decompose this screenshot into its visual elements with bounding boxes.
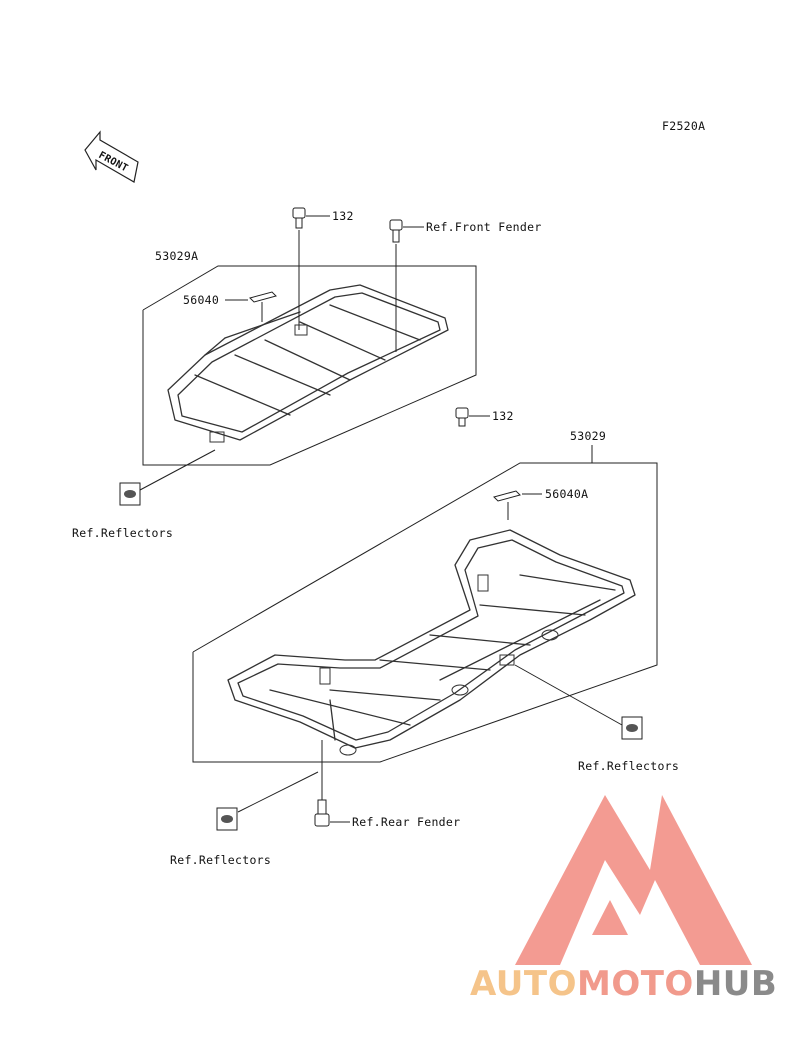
bolt-front-fender-icon (389, 219, 403, 352)
part-label-53029a: 53029A (155, 249, 198, 263)
reflector-right-icon (514, 664, 643, 740)
front-carrier-frame (142, 265, 477, 466)
part-label-132-mid: 132 (492, 409, 514, 423)
part-label-132-top: 132 (332, 209, 354, 223)
part-label-53029: 53029 (570, 429, 606, 443)
part-label-56040: 56040 (183, 293, 219, 307)
bolt-132-mid-icon (455, 407, 469, 427)
ref-front-fender-label: Ref.Front Fender (426, 220, 542, 234)
rear-carrier-frame (192, 462, 658, 763)
decal-56040-icon (249, 291, 277, 322)
watermark-hub: HUB (694, 964, 777, 1004)
watermark-text: AUTOMOTOHUB (470, 964, 777, 1004)
reflector-bottom-icon (216, 771, 319, 831)
ref-reflectors-left-label: Ref.Reflectors (72, 526, 173, 540)
decal-56040a-icon (493, 490, 521, 520)
ref-rear-fender-label: Ref.Rear Fender (352, 815, 460, 829)
part-label-56040a: 56040A (545, 487, 588, 501)
watermark-auto: AUTO (470, 964, 577, 1004)
svg-text:AUTOMOTOHUB: AUTOMOTOHUB (470, 964, 777, 1004)
front-direction-arrow-icon: FRONT (84, 130, 139, 183)
reflector-left-icon (119, 449, 216, 506)
watermark-logo-icon (515, 795, 752, 965)
watermark-moto: MOTO (577, 964, 694, 1004)
diagram-code: F2520A (662, 119, 705, 133)
ref-reflectors-bottom-label: Ref.Reflectors (170, 853, 271, 867)
bolt-rear-fender-icon (314, 740, 330, 827)
bolt-132-top-icon (292, 207, 306, 330)
ref-reflectors-right-label: Ref.Reflectors (578, 759, 679, 773)
